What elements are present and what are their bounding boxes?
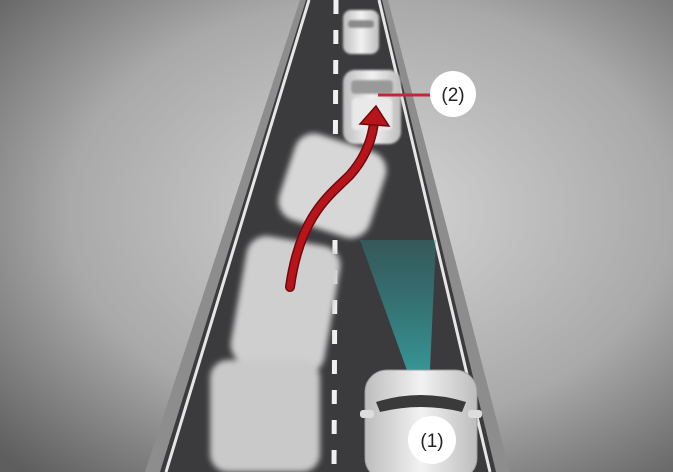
label-target-vehicle: (2): [441, 85, 464, 106]
label-own-vehicle: (1): [420, 431, 443, 452]
lane-divider: [331, 0, 339, 472]
far-vehicle: [343, 10, 379, 54]
lane-change-arrow-icon: [285, 104, 391, 292]
callout-circle-2: [430, 71, 476, 117]
callout-circle-1: [408, 416, 456, 464]
sensor-cone: [360, 240, 436, 412]
